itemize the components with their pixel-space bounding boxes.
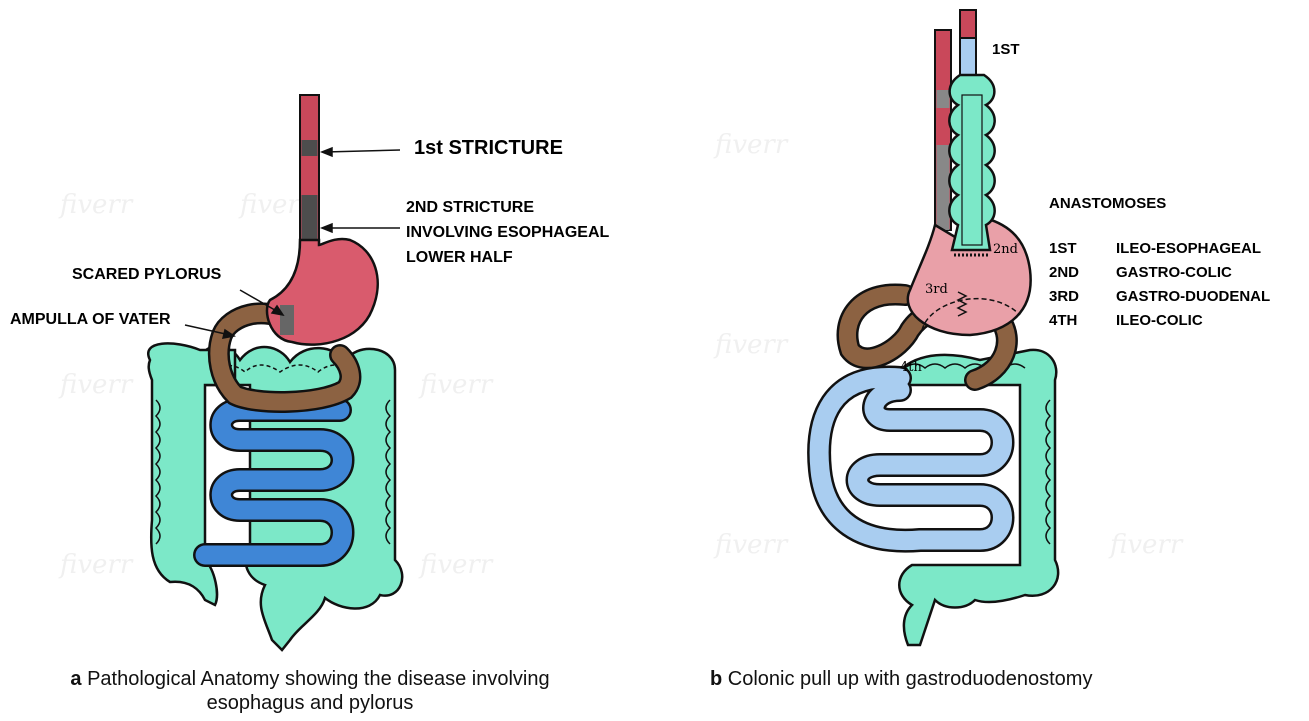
- caption-a-line2: esophagus and pylorus: [207, 692, 414, 714]
- esophagus: [300, 95, 319, 255]
- anastomosis-number: 1ST: [1049, 240, 1077, 257]
- anastomosis-name: ILEO-COLIC: [1116, 312, 1203, 329]
- anastomosis-name: ILEO-ESOPHAGEAL: [1116, 240, 1261, 257]
- label-second-stricture-line1: 2ND STRICTURE: [406, 199, 534, 217]
- label-scared-pylorus: SCARED PYLORUS: [72, 266, 221, 284]
- label-second-stricture-line2: INVOLVING ESOPHAGEAL: [406, 224, 609, 242]
- anastomosis-number: 4TH: [1049, 312, 1077, 329]
- caption-a-line1: Pathological Anatomy showing the disease…: [87, 668, 550, 690]
- caption-b-letter: b: [710, 668, 722, 690]
- panel-b-colonic-pull-up: 1ST 2nd 3rd 4th ANASTOMOSES 1ST ILEO-ESO…: [690, 0, 1309, 660]
- panel-a-diagram: [0, 0, 640, 660]
- caption-a-letter: a: [70, 668, 81, 690]
- anastomoses-title: ANASTOMOSES: [1049, 195, 1166, 212]
- anastomosis-name: GASTRO-COLIC: [1116, 264, 1232, 281]
- anastomosis-name: GASTRO-DUODENAL: [1116, 288, 1270, 305]
- caption-b-line1: Colonic pull up with gastroduodenostomy: [728, 668, 1093, 690]
- label-first-stricture: 1st STRICTURE: [414, 137, 563, 160]
- panel-a-pathological-anatomy: 1st STRICTURE 2ND STRICTURE INVOLVING ES…: [0, 0, 640, 660]
- anastomosis-number: 2ND: [1049, 264, 1079, 281]
- label-first: 1ST: [992, 41, 1020, 58]
- caption-a: a Pathological Anatomy showing the disea…: [10, 667, 610, 715]
- label-site-4th: 4th: [900, 360, 922, 375]
- label-site-3rd: 3rd: [925, 282, 948, 297]
- stomach: [267, 239, 378, 345]
- anastomosis-number: 3RD: [1049, 288, 1079, 305]
- label-second-stricture-line3: LOWER HALF: [406, 249, 513, 267]
- caption-b: b Colonic pull up with gastroduodenostom…: [710, 667, 1190, 691]
- label-site-2nd: 2nd: [993, 242, 1018, 257]
- small-intestine: [819, 377, 1002, 540]
- label-ampulla-of-vater: AMPULLA OF VATER: [10, 311, 171, 329]
- panel-b-diagram: [690, 0, 1309, 660]
- colon: [148, 343, 402, 650]
